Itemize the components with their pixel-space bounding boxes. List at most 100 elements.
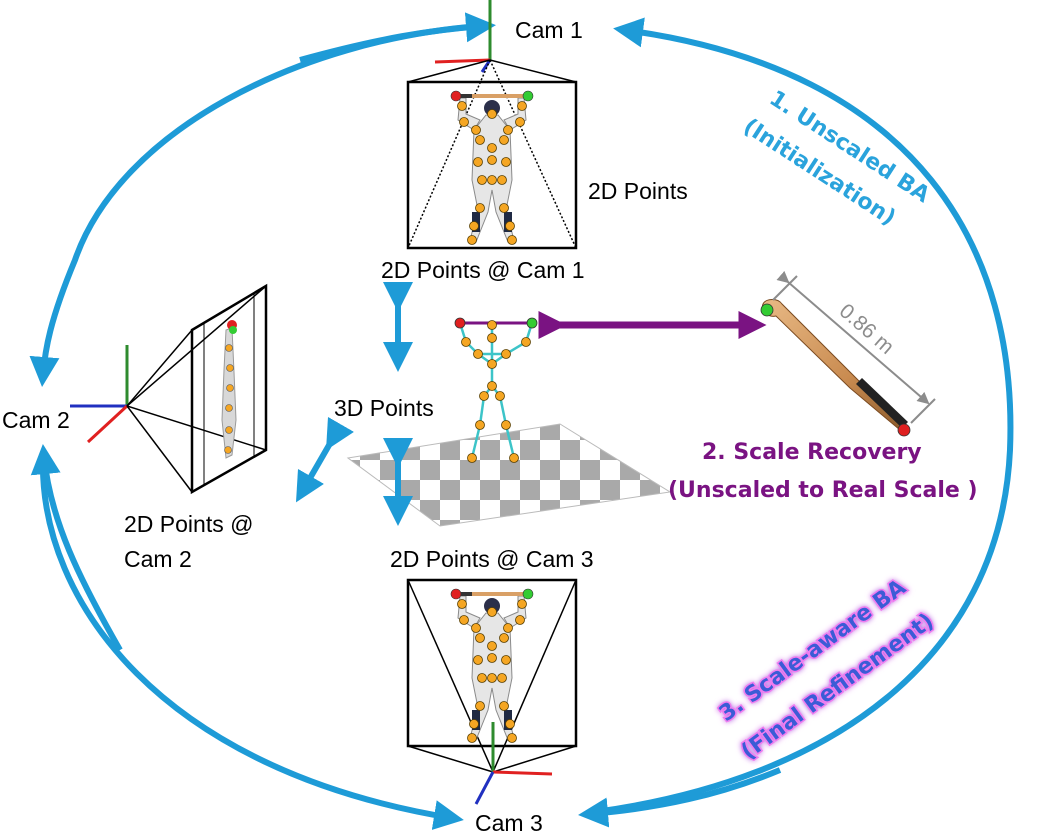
joint-point xyxy=(457,599,467,609)
joint-point xyxy=(467,235,477,245)
bat-end-joint xyxy=(450,90,462,102)
joint-point xyxy=(473,157,483,167)
joint-point xyxy=(487,641,497,651)
joint-point xyxy=(503,623,513,633)
skeleton-joint xyxy=(487,320,497,330)
joint-point xyxy=(515,117,525,127)
joint-point xyxy=(503,125,513,135)
joint-point xyxy=(459,615,469,625)
cam2-frustum xyxy=(126,285,267,493)
joint-point xyxy=(517,599,527,609)
joint-point xyxy=(457,101,467,111)
cycle-arrow-cam1-cam2 xyxy=(29,23,481,387)
joint-point xyxy=(507,733,517,743)
joint-point xyxy=(467,733,477,743)
joint-point xyxy=(505,719,515,729)
cam2-axes xyxy=(70,345,129,444)
skeleton-joint xyxy=(479,391,489,401)
joint-point xyxy=(475,135,485,145)
joint-point xyxy=(487,155,497,165)
joint-point xyxy=(487,653,497,663)
cam2-side-figure xyxy=(221,320,237,459)
player-figure-cam3 xyxy=(450,588,534,743)
joint-point xyxy=(505,221,515,231)
points-3d-label: 3D Points xyxy=(334,395,434,421)
joint-point xyxy=(469,221,479,231)
joint-point xyxy=(487,143,497,153)
joint-point xyxy=(501,157,511,167)
joint-point xyxy=(499,135,509,145)
skeleton-bat-end xyxy=(454,317,466,329)
skeleton-joint xyxy=(461,337,471,347)
skeleton-bone xyxy=(498,395,508,426)
joint-point xyxy=(477,175,487,185)
joint-point xyxy=(499,633,509,643)
joint-point xyxy=(507,235,517,245)
cam3-axes xyxy=(474,722,553,805)
cam1-image-plane xyxy=(406,80,578,250)
joint-point xyxy=(497,673,507,683)
step2-subtitle: (Unscaled to Real Scale ) xyxy=(668,478,978,503)
cam2-image-plane xyxy=(190,283,268,495)
joint-point xyxy=(517,101,527,111)
bat-end-joint xyxy=(450,588,462,600)
skeleton-bone xyxy=(504,424,516,459)
step2-title: 2. Scale Recovery xyxy=(702,440,922,465)
joint-point xyxy=(499,203,509,213)
skeleton-bone xyxy=(470,424,482,459)
joint-point xyxy=(487,673,497,683)
joint-point xyxy=(473,655,483,665)
joint-point xyxy=(501,655,511,665)
skeleton-joint xyxy=(501,420,511,430)
cam3-label: Cam 3 xyxy=(475,810,543,836)
joint-point xyxy=(499,701,509,711)
points-cam1-label: 2D Points @ Cam 1 xyxy=(381,257,585,283)
cycle-arrow-cam3-cam1 xyxy=(594,17,1014,815)
cam3-frustum xyxy=(407,579,577,773)
cycle-arrow-cam3-cam1-tail xyxy=(578,767,782,828)
joint-point xyxy=(471,125,481,135)
skeleton-joint xyxy=(467,453,477,463)
points-cam2-label-line1: 2D Points @ xyxy=(124,511,253,537)
cam1-axes xyxy=(434,0,492,73)
skeleton-joint xyxy=(487,333,497,343)
bat-tip-joint xyxy=(522,90,534,102)
player-figure-cam1 xyxy=(450,90,534,245)
arrow-3d-to-cam2 xyxy=(296,416,354,503)
joint-point xyxy=(497,175,507,185)
cam1-label: Cam 1 xyxy=(515,17,583,43)
skeleton-joint xyxy=(509,453,519,463)
cam1-frustum xyxy=(407,59,577,249)
joint-point xyxy=(459,117,469,127)
cycle-arrow-cam2-cam3 xyxy=(39,459,464,830)
cam2-image-plane-inner xyxy=(203,294,255,485)
joint-point xyxy=(471,623,481,633)
joint-point xyxy=(475,203,485,213)
cycle-arrow-cam1-cam2-head xyxy=(299,12,496,63)
cycle-arrow-cam2-cam3-head xyxy=(30,444,123,652)
points-2d-label: 2D Points xyxy=(588,178,688,204)
skeleton-joint xyxy=(501,349,511,359)
joint-point xyxy=(487,607,497,617)
skeleton-3d xyxy=(454,317,538,463)
joint-point xyxy=(515,615,525,625)
joint-point xyxy=(475,633,485,643)
points-cam2-label-line2: Cam 2 xyxy=(124,546,192,572)
skeleton-joint xyxy=(521,337,531,347)
joint-point xyxy=(469,719,479,729)
skeleton-bat-tip xyxy=(526,317,538,329)
skeleton-joint xyxy=(495,391,505,401)
skeleton-joint xyxy=(487,381,497,391)
bat-tip-joint xyxy=(522,588,534,600)
skeleton-joint xyxy=(487,359,497,369)
bat-dimension xyxy=(772,270,936,424)
joint-point xyxy=(487,175,497,185)
joint-point xyxy=(475,701,485,711)
joint-point xyxy=(487,109,497,119)
cam2-label: Cam 2 xyxy=(2,407,70,433)
points-cam3-label: 2D Points @ Cam 3 xyxy=(390,546,594,572)
skeleton-joint xyxy=(473,349,483,359)
skeleton-joint xyxy=(475,420,485,430)
joint-point xyxy=(477,673,487,683)
